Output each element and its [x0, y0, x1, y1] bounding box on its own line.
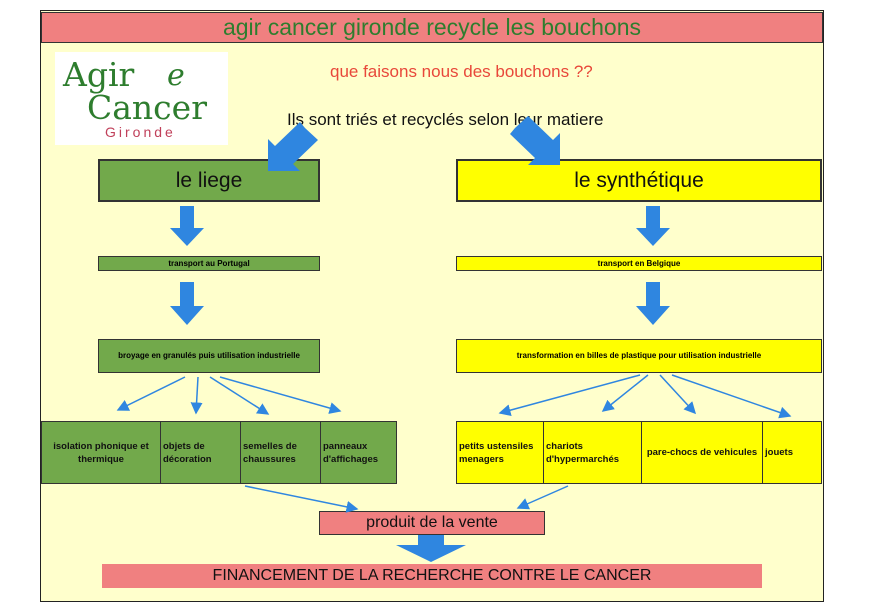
question-heading: que faisons nous des bouchons ??: [330, 62, 593, 81]
synthetique-process-box: transformation en billes de plastique po…: [456, 339, 822, 373]
logo-word-cancer: Cancer: [87, 88, 207, 127]
logo-word-agir: Agir: [63, 55, 135, 94]
funding-research-banner: FINANCEMENT DE LA RECHERCHE CONTRE LE CA…: [102, 564, 762, 588]
synthetique-use-jouets: jouets: [762, 421, 822, 484]
arrow-to-synthetique-icon: [510, 116, 560, 165]
logo-word-gironde: Gironde: [105, 124, 176, 140]
synthetique-use-parechocs: pare-chocs de vehicules: [641, 421, 763, 484]
down-arrow-liege-1-icon: [170, 206, 204, 246]
synthetique-use-ustensiles: petits ustensiles menagers: [456, 421, 544, 484]
liege-process-box: broyage en granulés puis utilisation ind…: [98, 339, 320, 373]
agir-cancer-logo: Agir e Cancer Gironde: [55, 52, 228, 145]
synthetique-transport-box: transport en Belgique: [456, 256, 822, 271]
page-title: agir cancer gironde recycle les bouchons: [41, 12, 823, 43]
down-arrow-synth-2-icon: [636, 282, 670, 325]
liege-transport-box: transport au Portugal: [98, 256, 320, 271]
down-arrow-liege-2-icon: [170, 282, 204, 325]
liege-use-decoration: objets de décoration: [160, 421, 241, 484]
liege-use-semelles: semelles de chaussures: [240, 421, 321, 484]
logo-swirl: e: [167, 58, 185, 93]
down-arrow-final-icon: [396, 535, 466, 562]
arrow-to-liege-icon: [268, 122, 318, 171]
product-of-sale-box: produit de la vente: [319, 511, 545, 535]
liege-fan-arrows: [116, 376, 342, 415]
synthetique-use-chariots: chariots d'hypermarchés: [543, 421, 642, 484]
synthetique-box: le synthétique: [456, 159, 822, 202]
synthetique-fan-arrows: [498, 374, 792, 419]
down-arrow-synth-1-icon: [636, 206, 670, 246]
liege-use-panneaux: panneaux d'affichages: [320, 421, 397, 484]
converge-arrows: [244, 485, 569, 513]
